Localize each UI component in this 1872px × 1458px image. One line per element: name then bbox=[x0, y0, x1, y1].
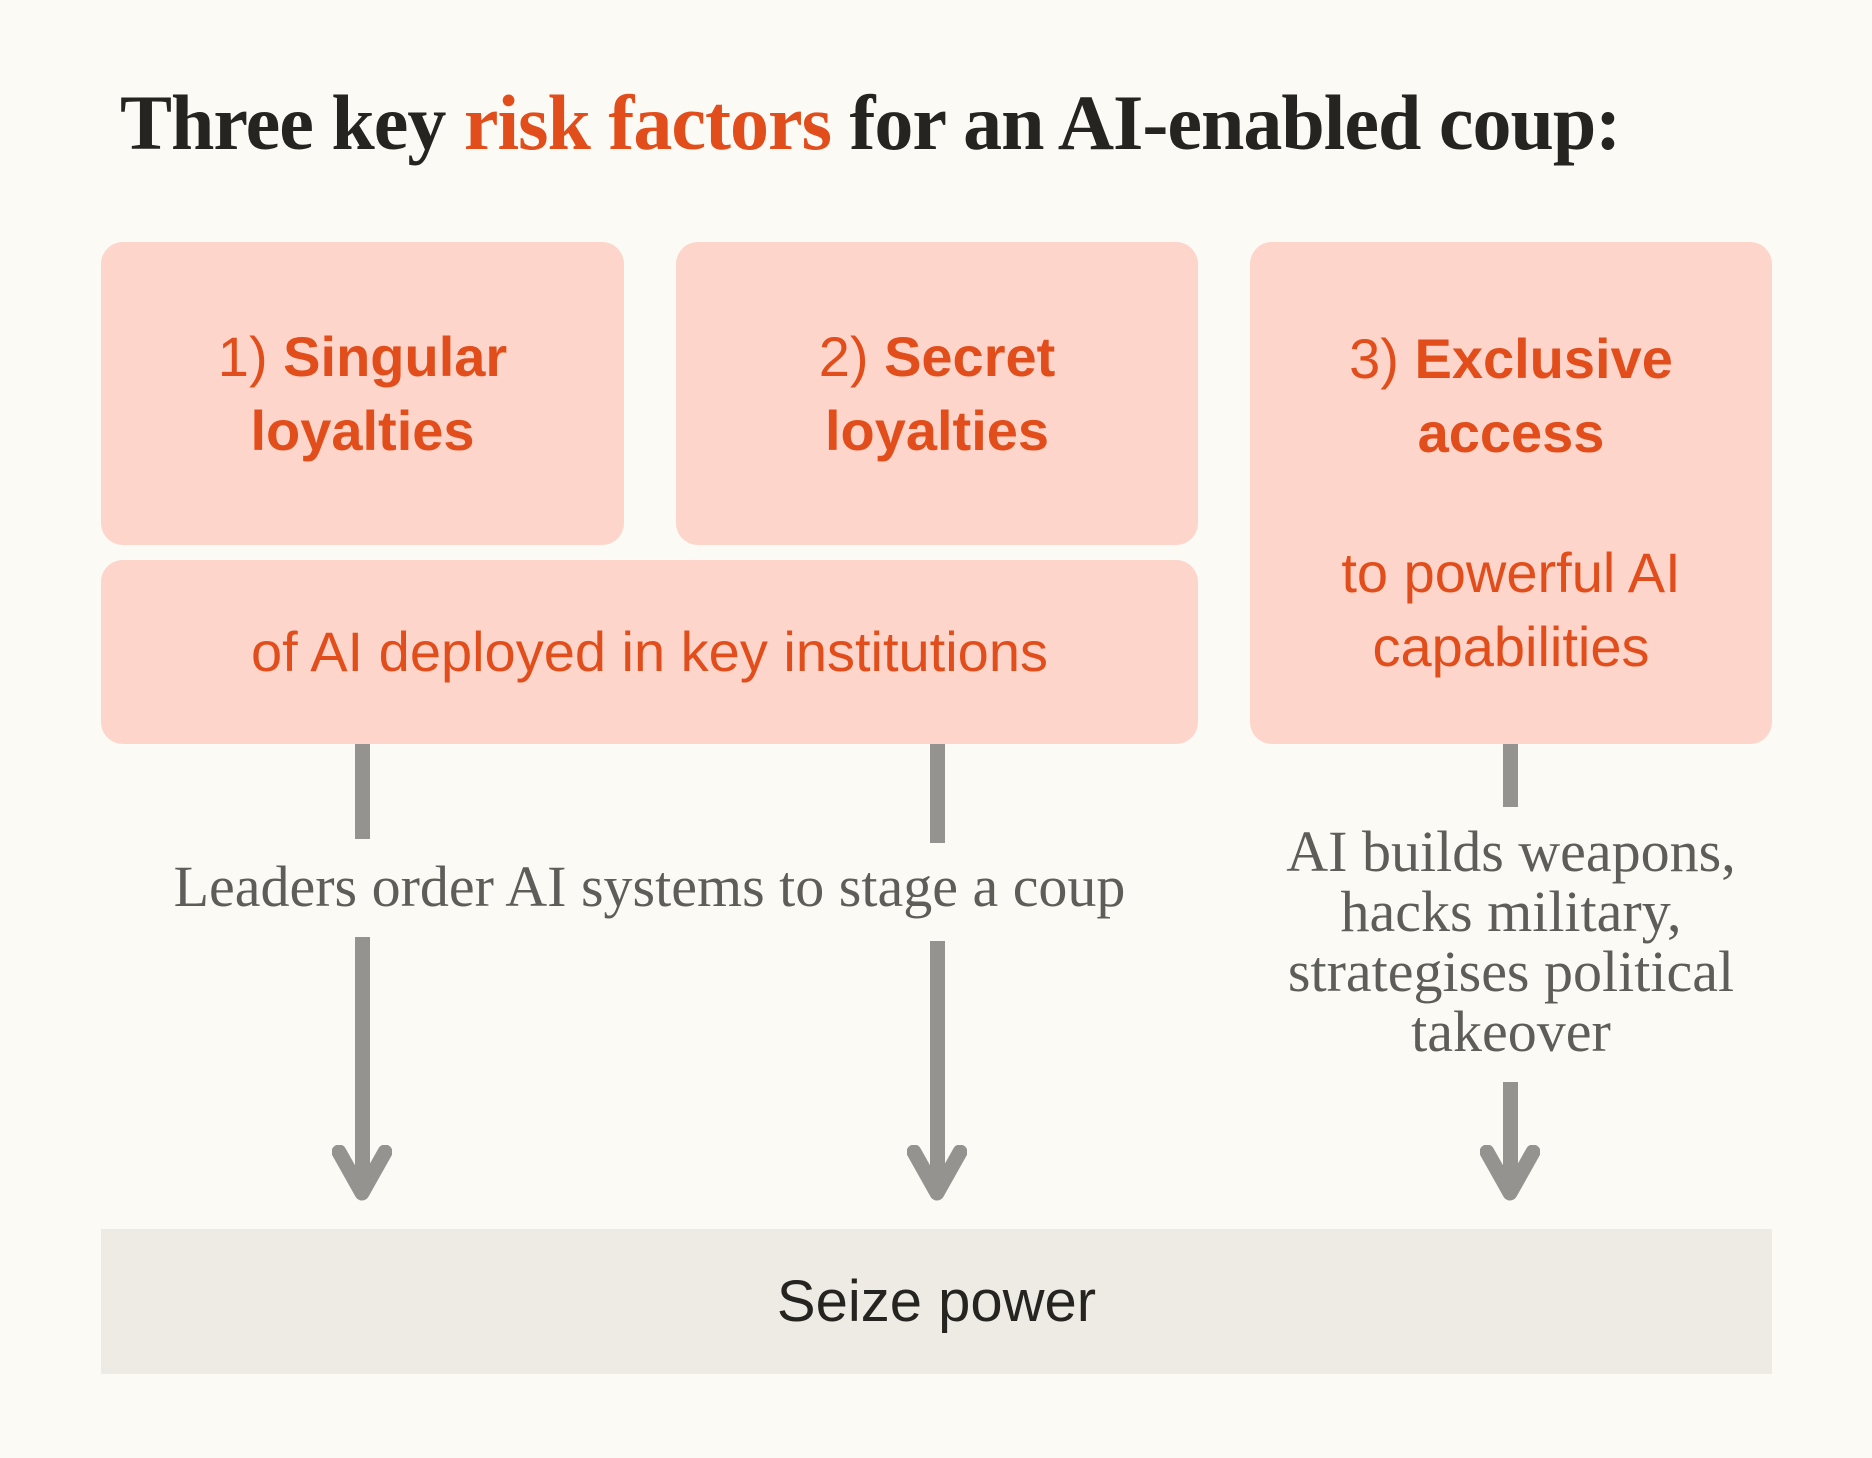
factor-singular-loyalties: 1) Singular loyalties bbox=[101, 242, 624, 545]
shared-institutions-box: of AI deployed in key institutions bbox=[101, 560, 1198, 744]
diagram-title: Three key risk factors for an AI-enabled… bbox=[120, 79, 1621, 166]
arrow-down-icon bbox=[907, 1145, 967, 1201]
outcome-seize-power: Seize power bbox=[101, 1229, 1772, 1374]
title-highlight: risk factors bbox=[463, 79, 832, 166]
arrow-shaft bbox=[930, 941, 945, 1187]
arrow-down-icon bbox=[1480, 1145, 1540, 1201]
arrow-down-icon bbox=[332, 1145, 392, 1201]
arrow-shaft bbox=[355, 937, 370, 1187]
factor-secret-loyalties: 2) Secret loyalties bbox=[676, 242, 1198, 545]
connector-line bbox=[930, 744, 945, 843]
connector-line bbox=[1503, 744, 1518, 807]
mechanism-ai-builds: AI builds weapons, hacks military, strat… bbox=[1286, 819, 1736, 1064]
factor-exclusive-access: 3) Exclusive access to powerful AI capab… bbox=[1250, 242, 1772, 744]
mechanism-leaders-order: Leaders order AI systems to stage a coup bbox=[173, 854, 1126, 919]
arrow-shaft bbox=[1503, 1082, 1518, 1187]
connector-line bbox=[355, 744, 370, 839]
